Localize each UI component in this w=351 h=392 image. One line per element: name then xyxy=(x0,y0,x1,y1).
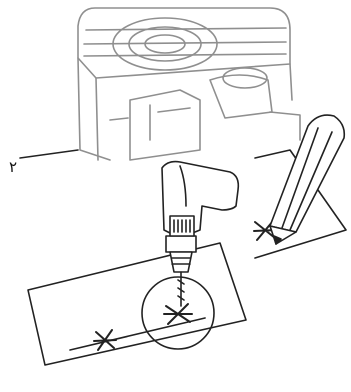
step-number: ۲ xyxy=(9,158,17,176)
air-conditioner-unit-illustration xyxy=(78,8,300,160)
wall-line xyxy=(20,150,78,158)
pencil-icon xyxy=(270,115,344,244)
cross-mark xyxy=(164,304,192,324)
cross-mark xyxy=(94,330,116,350)
